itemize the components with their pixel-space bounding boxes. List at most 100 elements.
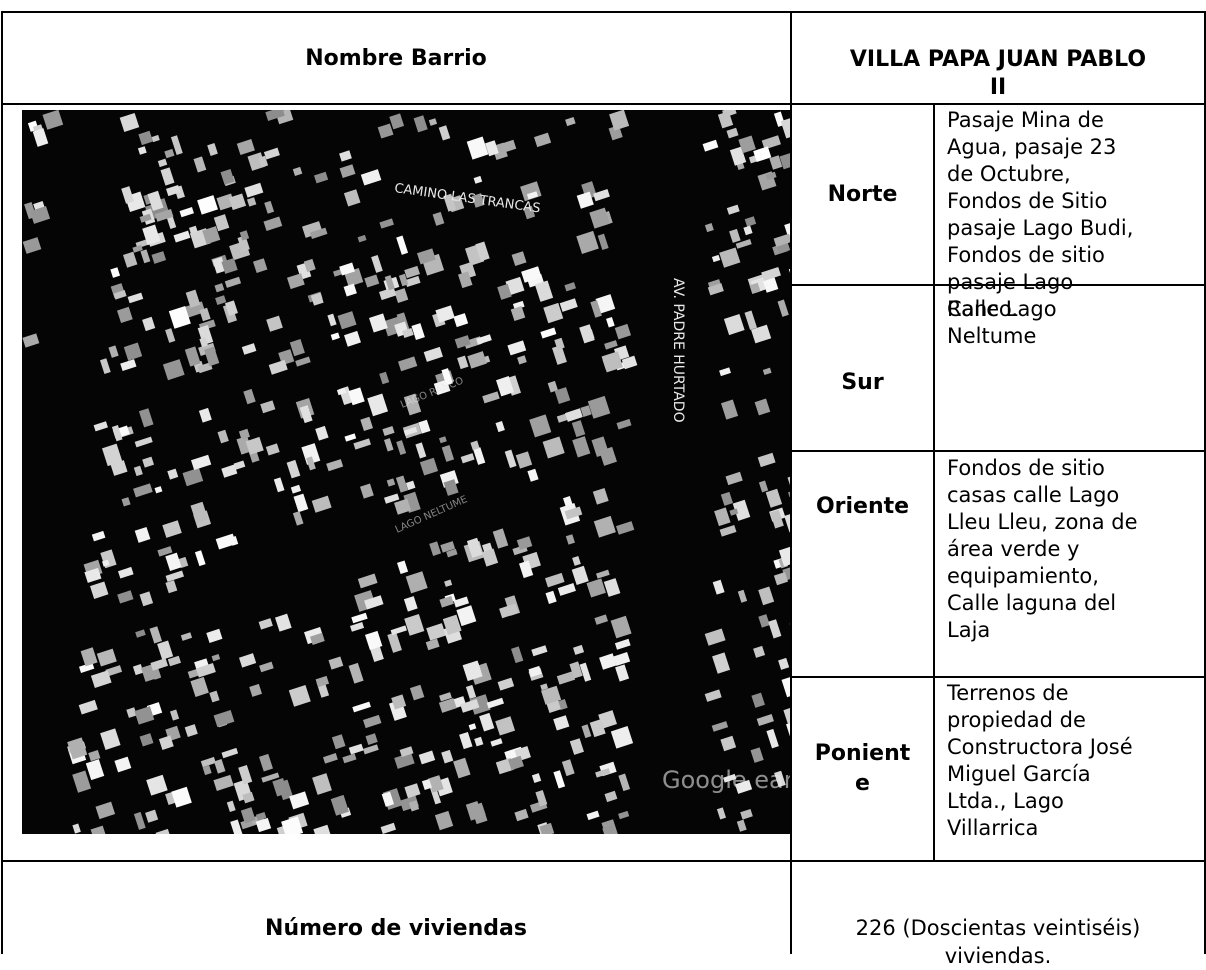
map-rooftop bbox=[553, 715, 570, 731]
map-rooftop bbox=[190, 676, 209, 697]
map-rooftop bbox=[529, 414, 552, 438]
map-rooftop bbox=[309, 227, 328, 239]
map-rooftop bbox=[79, 662, 95, 673]
table-border-top bbox=[1, 11, 1206, 13]
map-rooftop bbox=[610, 726, 634, 749]
map-rooftop bbox=[402, 327, 414, 338]
map-rooftop bbox=[138, 408, 154, 428]
map-rooftop bbox=[197, 195, 218, 215]
map-rooftop bbox=[240, 807, 256, 824]
map-rooftop bbox=[702, 139, 719, 152]
map-rooftop bbox=[594, 614, 609, 625]
map-rooftop bbox=[120, 359, 137, 372]
map-rooftop bbox=[165, 570, 185, 582]
map-rooftop bbox=[239, 653, 257, 668]
map-rooftop bbox=[704, 689, 722, 702]
map-rooftop bbox=[263, 216, 283, 232]
map-rooftop bbox=[102, 559, 110, 567]
boundary-line: Lleu Lleu, zona de bbox=[947, 510, 1138, 534]
map-rooftop bbox=[497, 283, 512, 300]
map-rooftop bbox=[614, 323, 632, 340]
map-rooftop bbox=[411, 323, 425, 340]
map-rooftop bbox=[462, 660, 483, 682]
map-rooftop bbox=[557, 698, 568, 710]
map-rooftop bbox=[167, 468, 179, 480]
map-rooftop bbox=[516, 536, 533, 551]
map-rooftop bbox=[533, 132, 552, 148]
map-rooftop bbox=[557, 583, 576, 596]
map-rooftop bbox=[405, 571, 428, 594]
map-rooftop bbox=[418, 750, 436, 765]
map-rooftop bbox=[440, 541, 456, 553]
map-rooftop bbox=[166, 184, 181, 197]
map-rooftop bbox=[91, 530, 106, 542]
map-rooftop bbox=[545, 590, 557, 604]
neighborhood-name-line: II bbox=[989, 75, 1007, 100]
table-row-divider bbox=[1, 103, 1206, 105]
map-rooftop bbox=[110, 267, 121, 278]
map-rooftop bbox=[102, 443, 123, 467]
map-rooftop bbox=[225, 300, 238, 316]
map-rooftop bbox=[394, 288, 409, 304]
map-rooftop bbox=[465, 684, 477, 699]
map-rooftop bbox=[287, 273, 305, 290]
table-border-left bbox=[1, 11, 3, 954]
map-rooftop bbox=[105, 665, 123, 677]
map-rooftop bbox=[432, 211, 445, 226]
map-rooftop bbox=[258, 155, 269, 168]
boundary-line: de Octubre, bbox=[947, 162, 1071, 186]
map-rooftop bbox=[154, 208, 174, 222]
map-rooftop bbox=[531, 773, 542, 784]
map-rooftop bbox=[559, 298, 578, 312]
map-rooftop bbox=[134, 526, 151, 543]
map-rooftop bbox=[783, 706, 790, 724]
boundary-line: casas calle Lago bbox=[947, 483, 1120, 507]
map-rooftop bbox=[766, 728, 779, 749]
map-rooftop bbox=[133, 811, 146, 830]
map-rooftop bbox=[273, 477, 285, 493]
map-rooftop bbox=[387, 632, 402, 653]
map-rooftop bbox=[765, 171, 777, 181]
map-rooftop bbox=[621, 355, 638, 370]
map-rooftop bbox=[342, 753, 357, 764]
map-rooftop bbox=[508, 755, 524, 771]
map-rooftop bbox=[726, 204, 740, 215]
map-rooftop bbox=[540, 683, 549, 691]
map-rooftop bbox=[239, 230, 250, 241]
map-rooftop bbox=[189, 225, 198, 234]
map-rooftop bbox=[191, 454, 212, 471]
map-rooftop bbox=[758, 586, 775, 606]
map-rooftop bbox=[204, 346, 220, 367]
map-rooftop bbox=[142, 224, 161, 246]
boundary-line: Villarrica bbox=[947, 816, 1039, 840]
map-rooftop bbox=[517, 355, 527, 365]
map-rooftop bbox=[245, 436, 264, 455]
map-rooftop bbox=[197, 362, 213, 374]
map-rooftop bbox=[110, 460, 128, 476]
map-rooftop bbox=[729, 228, 741, 243]
map-rooftop bbox=[749, 282, 761, 295]
map-rooftop bbox=[113, 289, 127, 300]
map-rooftop bbox=[413, 115, 428, 133]
map-rooftop bbox=[521, 266, 542, 283]
map-rooftop bbox=[292, 166, 303, 176]
map-rooftop bbox=[723, 313, 745, 336]
map-rooftop bbox=[221, 747, 239, 759]
map-rooftop bbox=[193, 156, 207, 173]
map-rooftop bbox=[735, 779, 753, 794]
boundary-side-poniente: Ponient e bbox=[792, 678, 933, 860]
map-rooftop bbox=[712, 579, 725, 595]
map-rooftop bbox=[260, 400, 276, 414]
map-rooftop bbox=[89, 581, 109, 599]
map-rooftop bbox=[157, 546, 173, 557]
map-rooftop bbox=[167, 216, 177, 230]
map-rooftop bbox=[255, 817, 272, 833]
map-rooftop bbox=[729, 146, 747, 166]
map-rooftop bbox=[719, 525, 737, 537]
map-rooftop bbox=[429, 541, 442, 556]
map-rooftop bbox=[339, 164, 356, 179]
map-rooftop bbox=[206, 628, 223, 643]
map-rooftop bbox=[444, 579, 453, 587]
map-rooftop bbox=[750, 747, 764, 763]
